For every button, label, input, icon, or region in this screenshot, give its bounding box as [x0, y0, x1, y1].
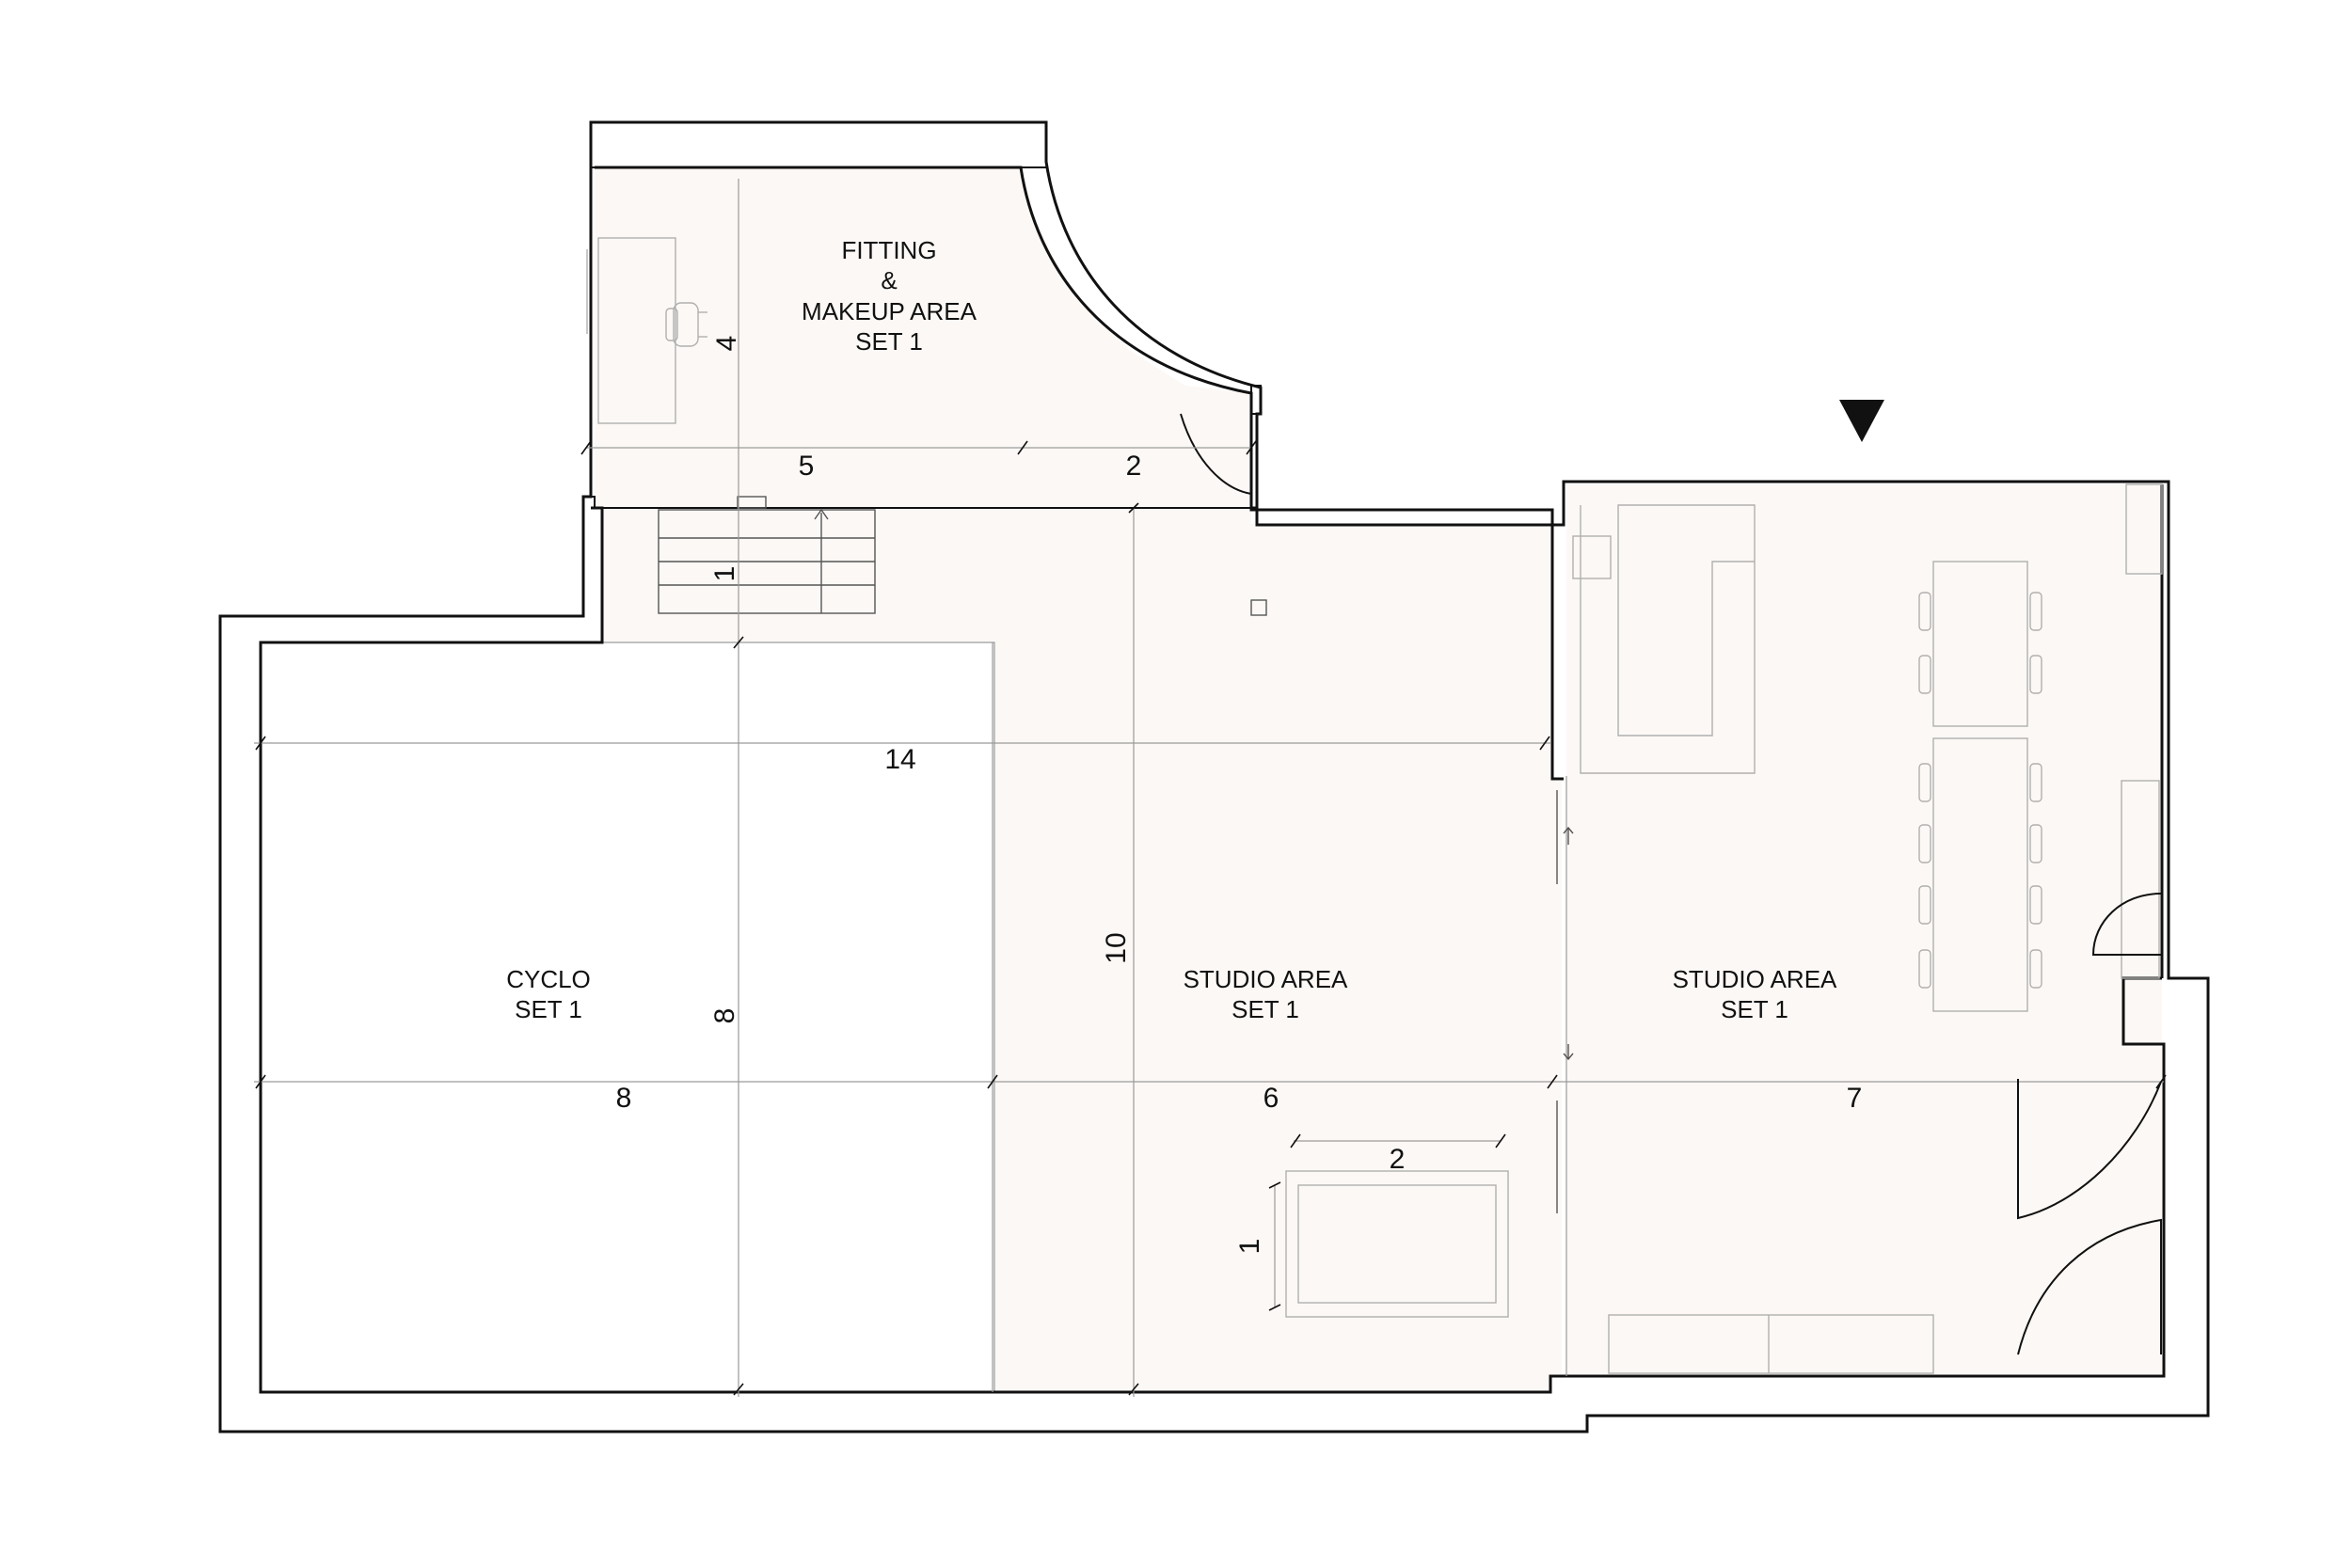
studio-right-label-1: STUDIO AREA	[1673, 965, 1837, 993]
arrow-down-icon	[1563, 1044, 1574, 1061]
main-door-leaf-bottom	[2017, 1218, 2162, 1355]
wall-switch	[737, 496, 767, 509]
studio-right-label-2: SET 1	[1721, 995, 1788, 1023]
building-walls	[218, 120, 2210, 1433]
top-cap	[590, 122, 1046, 168]
studio-right-furniture	[1572, 483, 2163, 1374]
fitting-label-1: FITTING	[841, 236, 936, 264]
chair-icon	[665, 302, 707, 347]
stairs	[658, 508, 876, 614]
fitting-floor	[595, 167, 1251, 508]
triangle-down-icon	[1839, 400, 1884, 442]
dim-cyclo-width: 8	[616, 1083, 632, 1114]
arrow-up-icon	[1563, 826, 1574, 845]
column-left	[583, 496, 596, 508]
studio-mid-label-2: SET 1	[1232, 995, 1299, 1023]
dim-fitting-height: 4	[711, 336, 742, 352]
guide-lines	[254, 179, 2164, 1397]
cyclo-label-1: CYCLO	[506, 965, 591, 993]
dim-stair-depth: 1	[709, 566, 740, 582]
studio-table	[1285, 1170, 1509, 1318]
dim-table-depth: 1	[1234, 1239, 1265, 1255]
studio-mid-label-1: STUDIO AREA	[1184, 965, 1348, 993]
dim-table-width: 2	[1390, 1144, 1406, 1175]
table-bottom	[1932, 737, 2028, 1012]
fitting-label-4: SET 1	[855, 327, 923, 356]
outer-wall	[218, 120, 2210, 1433]
dim-studio-mid-width: 6	[1263, 1083, 1279, 1114]
studio-mid-furniture	[1250, 599, 1574, 1318]
floor-socket	[1250, 599, 1267, 616]
dimension-labels: 4 5 2 1 14 10 8 8 6 7 2 1	[616, 336, 1863, 1255]
fitting-label-2: &	[881, 266, 897, 294]
side-door-swing	[2091, 893, 2162, 956]
room-labels: FITTING & MAKEUP AREA SET 1 CYCLO SET 1 …	[506, 236, 1837, 1023]
dim-overall-height: 10	[1101, 932, 1132, 963]
shelf	[2121, 780, 2160, 979]
dim-studio-right-width: 7	[1847, 1083, 1863, 1114]
cyclo-backdrop	[260, 641, 995, 1393]
studio-right-floor	[1566, 484, 2162, 1376]
dim-cyclo-height: 8	[709, 1008, 740, 1024]
bench	[1608, 1314, 1934, 1374]
fitting-door-swing	[1180, 413, 1252, 495]
arrow-up-icon	[814, 508, 829, 520]
dim-fitting-width-left: 5	[799, 451, 815, 482]
door-jamb	[1250, 385, 1262, 415]
dim-overall-width: 14	[884, 744, 915, 775]
fitting-furniture	[586, 237, 767, 509]
makeup-desk	[597, 237, 676, 424]
dimension-ticks	[255, 440, 2167, 1396]
cyclo-label-2: SET 1	[515, 995, 582, 1023]
table-top	[1932, 561, 2028, 727]
kitchen-counter	[1580, 504, 1756, 774]
dim-fitting-width-right: 2	[1126, 451, 1142, 482]
fitting-label-3: MAKEUP AREA	[802, 297, 977, 325]
main-door-leaf-top	[2017, 1079, 2162, 1220]
chairs	[1918, 592, 2042, 989]
